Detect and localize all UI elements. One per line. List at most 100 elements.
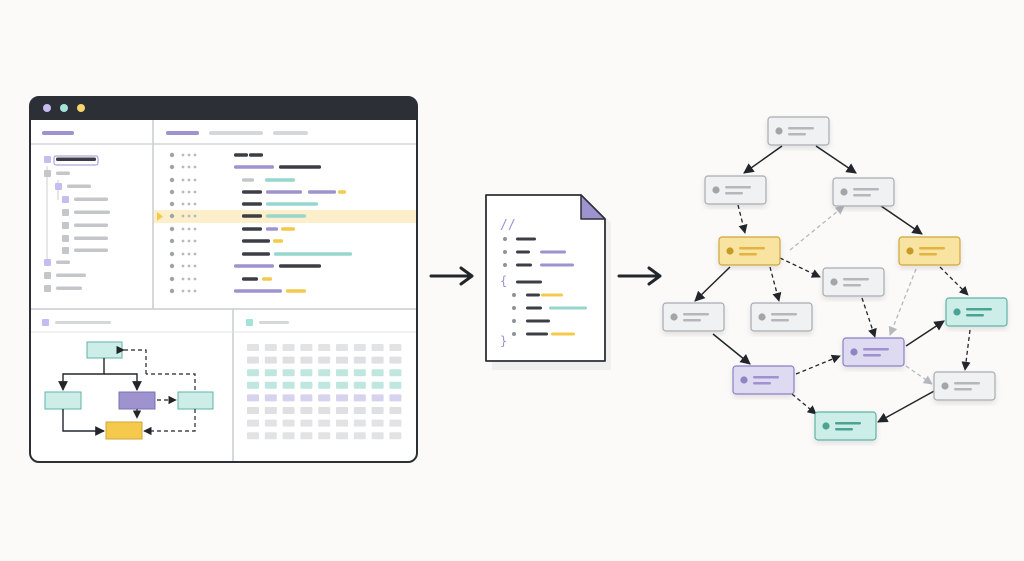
gutter-dot[interactable] xyxy=(169,276,175,282)
grid-cell xyxy=(371,344,384,351)
graph-node-gray[interactable] xyxy=(662,302,725,332)
tree-item-label-bar[interactable] xyxy=(56,273,86,278)
graph-edge xyxy=(815,145,857,174)
gutter-dot xyxy=(181,239,185,243)
folder-icon[interactable] xyxy=(44,170,51,177)
grid-cell xyxy=(389,381,402,389)
bullet-dot xyxy=(503,237,507,241)
gutter-dot[interactable] xyxy=(169,189,175,195)
node-label-bar xyxy=(919,247,945,250)
gutter-dot xyxy=(181,264,185,268)
gutter-dot[interactable] xyxy=(169,213,175,219)
grid-cell xyxy=(389,394,402,402)
gutter-dot xyxy=(193,227,197,231)
graph-node-gray[interactable] xyxy=(767,116,830,146)
breakpoint-marker[interactable] xyxy=(157,212,163,221)
graph-node-purple[interactable] xyxy=(842,337,905,367)
tree-item-label-bar[interactable] xyxy=(74,197,108,202)
flow-box-top xyxy=(86,341,123,359)
graph-node-yellow[interactable] xyxy=(718,236,781,266)
graph-node-gray[interactable] xyxy=(750,302,813,332)
tree-item-label-bar[interactable] xyxy=(67,184,91,189)
graph-node-gray[interactable] xyxy=(933,371,996,401)
grid-cell xyxy=(353,407,366,414)
grid-cell xyxy=(353,381,366,389)
gutter-dot xyxy=(193,153,197,157)
node-label-bar xyxy=(753,376,779,379)
sidebar-header-bar xyxy=(42,131,74,135)
graph-node-purple[interactable] xyxy=(732,365,795,395)
document-code-lines xyxy=(503,237,587,336)
gutter-dot[interactable] xyxy=(169,226,175,232)
grid-cell xyxy=(318,432,331,440)
node-dot xyxy=(953,308,961,316)
code-token-bar xyxy=(234,264,274,268)
node-label-bar xyxy=(966,314,984,317)
tree-item-label-bar[interactable] xyxy=(56,157,96,162)
code-token-bar xyxy=(242,214,262,218)
editor-tab-2[interactable] xyxy=(209,131,263,135)
node-label-bar xyxy=(683,319,701,322)
editor-tab-3[interactable] xyxy=(273,131,308,135)
panel-icon xyxy=(246,319,253,326)
node-dot xyxy=(740,376,748,384)
graph-node-teal[interactable] xyxy=(814,411,877,441)
tree-item-label-bar[interactable] xyxy=(74,236,108,241)
gutter-dot xyxy=(193,277,197,281)
grid-cell xyxy=(336,407,348,414)
node-label-bar xyxy=(966,308,992,311)
gutter-dot[interactable] xyxy=(169,164,175,170)
graph-node-gray[interactable] xyxy=(822,267,885,297)
folder-icon[interactable] xyxy=(62,235,69,242)
tree-item-selected[interactable] xyxy=(53,155,99,166)
document-code-bar xyxy=(551,332,575,336)
graph-node-teal[interactable] xyxy=(945,297,1008,327)
folder-icon[interactable] xyxy=(62,247,69,254)
window-dot-2[interactable] xyxy=(60,104,68,112)
folder-icon[interactable] xyxy=(62,222,69,229)
gutter-dot xyxy=(193,178,197,182)
graph-edge xyxy=(905,320,945,347)
node-dot xyxy=(726,247,734,255)
folder-icon[interactable] xyxy=(44,156,51,163)
window-dot-3[interactable] xyxy=(77,104,85,112)
graph-node-gray[interactable] xyxy=(704,175,767,205)
node-label-bar xyxy=(739,253,757,256)
gutter-dot[interactable] xyxy=(169,238,175,244)
folder-icon[interactable] xyxy=(44,285,51,292)
folder-icon[interactable] xyxy=(44,259,51,266)
tree-item-label-bar[interactable] xyxy=(74,210,110,215)
grid-cell xyxy=(282,356,295,364)
folder-icon[interactable] xyxy=(62,196,69,203)
gutter-dot[interactable] xyxy=(169,288,175,294)
gutter-dot[interactable] xyxy=(169,263,175,269)
window-dot-1[interactable] xyxy=(43,104,51,112)
node-label-bar xyxy=(954,382,980,385)
flow-connector xyxy=(62,409,105,436)
node-dot xyxy=(941,382,949,390)
gutter-dot[interactable] xyxy=(169,152,175,158)
tree-item-label-bar[interactable] xyxy=(56,171,70,176)
grid-cell xyxy=(318,394,331,402)
bullet-dot xyxy=(503,250,507,254)
tree-item-label-bar[interactable] xyxy=(74,223,108,228)
grid-cell xyxy=(318,381,331,389)
gutter-dot[interactable] xyxy=(169,251,175,257)
tree-item-label-bar[interactable] xyxy=(74,248,108,253)
grid-cell xyxy=(300,432,313,440)
folder-icon[interactable] xyxy=(44,272,51,279)
gutter-dot[interactable] xyxy=(169,177,175,183)
tree-item-label-bar[interactable] xyxy=(56,286,82,291)
code-token-bar xyxy=(266,227,278,231)
node-label-bar xyxy=(771,313,797,316)
node-dot xyxy=(850,348,858,356)
graph-node-yellow[interactable] xyxy=(898,236,961,266)
grid-cell xyxy=(300,356,313,364)
graph-node-gray[interactable] xyxy=(832,177,895,207)
folder-icon[interactable] xyxy=(62,209,69,216)
tree-item-label-bar[interactable] xyxy=(56,260,70,265)
editor-tab-active[interactable] xyxy=(166,131,199,135)
folder-icon[interactable] xyxy=(55,183,62,190)
grid-cell xyxy=(318,419,331,427)
gutter-dot[interactable] xyxy=(169,201,175,207)
